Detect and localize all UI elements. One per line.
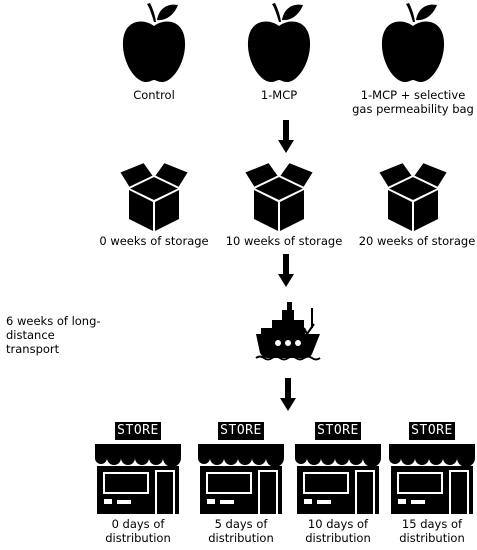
storage-label-0-weeks: 0 weeks of storage bbox=[99, 234, 209, 248]
apple-icon bbox=[247, 3, 311, 82]
distribution-label-15-days: 15 days of distribution bbox=[399, 517, 465, 545]
treatment-label-1mcp-bag: 1-MCP + selective gas permeability bag bbox=[352, 88, 474, 116]
treatment-label-control: Control bbox=[133, 88, 175, 102]
apple-icon bbox=[122, 3, 186, 82]
storage-label-10-weeks: 10 weeks of storage bbox=[225, 234, 343, 248]
store-icon: STORE bbox=[95, 422, 181, 514]
store-sign: STORE bbox=[315, 422, 361, 440]
box-icon bbox=[118, 161, 190, 231]
transport-label: 6 weeks of long-distance transport bbox=[6, 314, 101, 356]
apple-icon bbox=[381, 3, 445, 82]
store-sign: STORE bbox=[409, 422, 455, 440]
distribution-label-0-days: 0 days of distribution bbox=[105, 517, 171, 545]
store-icon: STORE bbox=[198, 422, 284, 514]
ship-icon bbox=[255, 302, 321, 361]
store-icon-graphic bbox=[198, 444, 284, 514]
box-icon bbox=[377, 161, 449, 231]
arrow-down-icon bbox=[278, 254, 294, 287]
distribution-label-5-days: 5 days of distribution bbox=[208, 517, 274, 545]
store-icon-graphic bbox=[295, 444, 381, 514]
store-sign: STORE bbox=[115, 422, 161, 440]
arrow-down-icon bbox=[280, 378, 296, 411]
store-icon: STORE bbox=[295, 422, 381, 514]
store-icon-graphic bbox=[389, 444, 475, 514]
treatment-label-1mcp: 1-MCP bbox=[260, 88, 298, 102]
distribution-label-10-days: 10 days of distribution bbox=[305, 517, 371, 545]
storage-label-20-weeks: 20 weeks of storage bbox=[358, 234, 476, 248]
store-sign: STORE bbox=[218, 422, 264, 440]
store-icon-graphic bbox=[95, 444, 181, 514]
box-icon bbox=[243, 161, 315, 231]
arrow-down-icon bbox=[278, 120, 294, 153]
store-icon: STORE bbox=[389, 422, 475, 514]
